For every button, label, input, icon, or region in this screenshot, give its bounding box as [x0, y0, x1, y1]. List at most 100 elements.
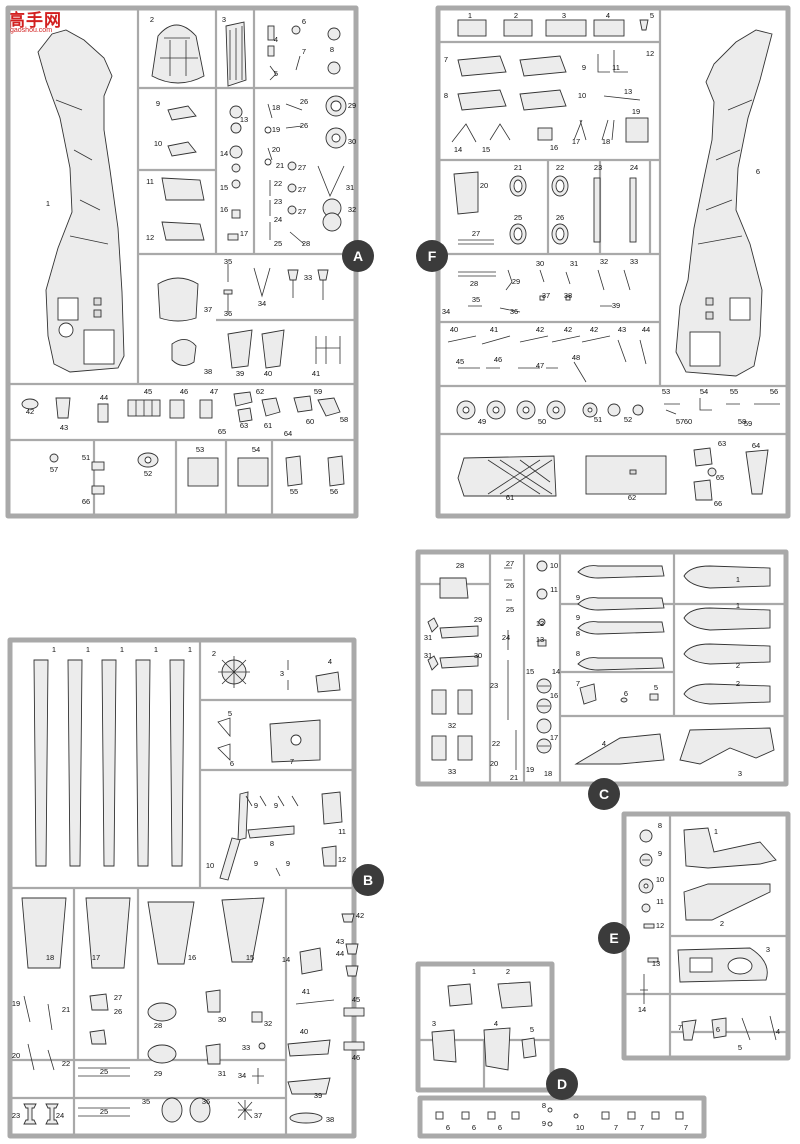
part-number-label: 7 — [290, 757, 294, 766]
part-number-label: 1 — [714, 827, 718, 836]
sprue-c-badge: C — [588, 778, 620, 810]
part-number-label: 39 — [236, 369, 244, 378]
part-number-label: 16 — [220, 205, 228, 214]
part-number-label: 42 — [590, 325, 598, 334]
part-number-label: 45 — [456, 357, 464, 366]
watermark-logo: 高手网 gaoshou.com — [6, 6, 72, 36]
part-number-label: 10 — [576, 1123, 584, 1132]
part-number-label: 20 — [272, 145, 280, 154]
part-number-label: 52 — [624, 415, 632, 424]
part-number-label: 48 — [572, 353, 580, 362]
part-number-label: 25 — [506, 605, 514, 614]
part-number-label: 7 — [678, 1023, 682, 1032]
part-number-label: 6 — [302, 17, 306, 26]
part-number-label: 18 — [46, 953, 54, 962]
part-number-label: 29 — [474, 615, 482, 624]
part-number-label: 4 — [274, 35, 278, 44]
part-number-label: 4 — [776, 1027, 780, 1036]
part-number-label: 32 — [264, 1019, 272, 1028]
watermark-main-text: 高手网 — [8, 11, 62, 30]
part-number-label: 10 — [154, 139, 162, 148]
part-number-label: 30 — [218, 1015, 226, 1024]
part-number-label: 14 — [552, 667, 560, 676]
part-number-label: 14 — [454, 145, 462, 154]
part-number-label: 56 — [330, 487, 338, 496]
part-number-label: 7 — [614, 1123, 618, 1132]
part-number-label: 9 — [156, 99, 160, 108]
part-number-label: 9 — [658, 849, 662, 858]
part-number-label: 25 — [100, 1067, 108, 1076]
part-number-label: 16 — [550, 691, 558, 700]
part-number-label: 15 — [526, 667, 534, 676]
part-number-label: 7 — [444, 55, 448, 64]
part-number-label: 21 — [62, 1005, 70, 1014]
part-number-label: 18 — [602, 137, 610, 146]
part-number-label: 43 — [336, 937, 344, 946]
part-number-label: 30 — [536, 259, 544, 268]
part-number-label: 37 — [542, 291, 550, 300]
part-number-label: 3 — [738, 769, 742, 778]
part-number-label: 1 — [736, 601, 740, 610]
part-number-label: 13 — [536, 635, 544, 644]
part-number-label: 51 — [82, 453, 90, 462]
part-number-label: 24 — [56, 1111, 64, 1120]
part-number-label: 6 — [624, 689, 628, 698]
part-number-label: 42 — [356, 911, 364, 920]
sprue-b-letter: B — [363, 872, 373, 888]
part-number-label: 21 — [510, 773, 518, 782]
part-number-label: 26 — [300, 97, 308, 106]
part-number-label: 3 — [280, 669, 284, 678]
part-number-label: 2 — [514, 11, 518, 20]
part-number-label: 15 — [246, 953, 254, 962]
sprue-d-badge: D — [546, 1068, 578, 1100]
part-number-label: 27 — [298, 163, 306, 172]
part-number-label: 4 — [328, 657, 332, 666]
part-number-label: 33 — [630, 257, 638, 266]
part-number-label: 21 — [276, 161, 284, 170]
part-number-label: 50 — [538, 417, 546, 426]
part-number-label: 13 — [652, 959, 660, 968]
part-number-label: 8 — [658, 821, 662, 830]
part-number-label: 64 — [752, 441, 760, 450]
part-number-label: 35 — [142, 1097, 150, 1106]
part-number-label: 10 — [550, 561, 558, 570]
part-number-label: 33 — [242, 1043, 250, 1052]
part-number-label: 6 — [756, 167, 760, 176]
part-number-label: 9 — [576, 613, 580, 622]
part-number-label: 44 — [336, 949, 344, 958]
part-number-label: 34 — [442, 307, 450, 316]
part-number-label: 9 — [274, 801, 278, 810]
part-number-label: 12 — [536, 619, 544, 628]
part-number-label: 8 — [270, 839, 274, 848]
part-number-label: 46 — [352, 1053, 360, 1062]
part-number-label: 56 — [770, 387, 778, 396]
part-number-label: 12 — [646, 49, 654, 58]
part-number-label: 17 — [550, 733, 558, 742]
part-number-label: 53 — [662, 387, 670, 396]
sprue-e — [621, 811, 791, 1061]
part-number-label: 45 — [144, 387, 152, 396]
part-number-label: 7 — [684, 1123, 688, 1132]
sprue-b-badge: B — [352, 864, 384, 896]
part-number-label: 31 — [424, 651, 432, 660]
part-number-label: 44 — [642, 325, 650, 334]
part-number-label: 43 — [618, 325, 626, 334]
part-number-label: 10 — [206, 861, 214, 870]
part-number-label: 15 — [220, 183, 228, 192]
part-number-label: 16 — [188, 953, 196, 962]
part-number-label: 14 — [282, 955, 290, 964]
sprue-b — [7, 637, 365, 1139]
part-number-label: 35 — [472, 295, 480, 304]
part-number-label: 30 — [348, 137, 356, 146]
part-number-label: 27 — [298, 185, 306, 194]
part-number-label: 1 — [46, 199, 50, 208]
part-number-label: 66 — [82, 497, 90, 506]
part-number-label: 15 — [482, 145, 490, 154]
part-number-label: 32 — [348, 205, 356, 214]
part-number-label: 12 — [338, 855, 346, 864]
part-number-label: 3 — [562, 11, 566, 20]
part-number-label: 6 — [446, 1123, 450, 1132]
sprue-c-letter: C — [599, 786, 609, 802]
part-number-label: 6 — [230, 759, 234, 768]
part-number-label: 9 — [254, 801, 258, 810]
